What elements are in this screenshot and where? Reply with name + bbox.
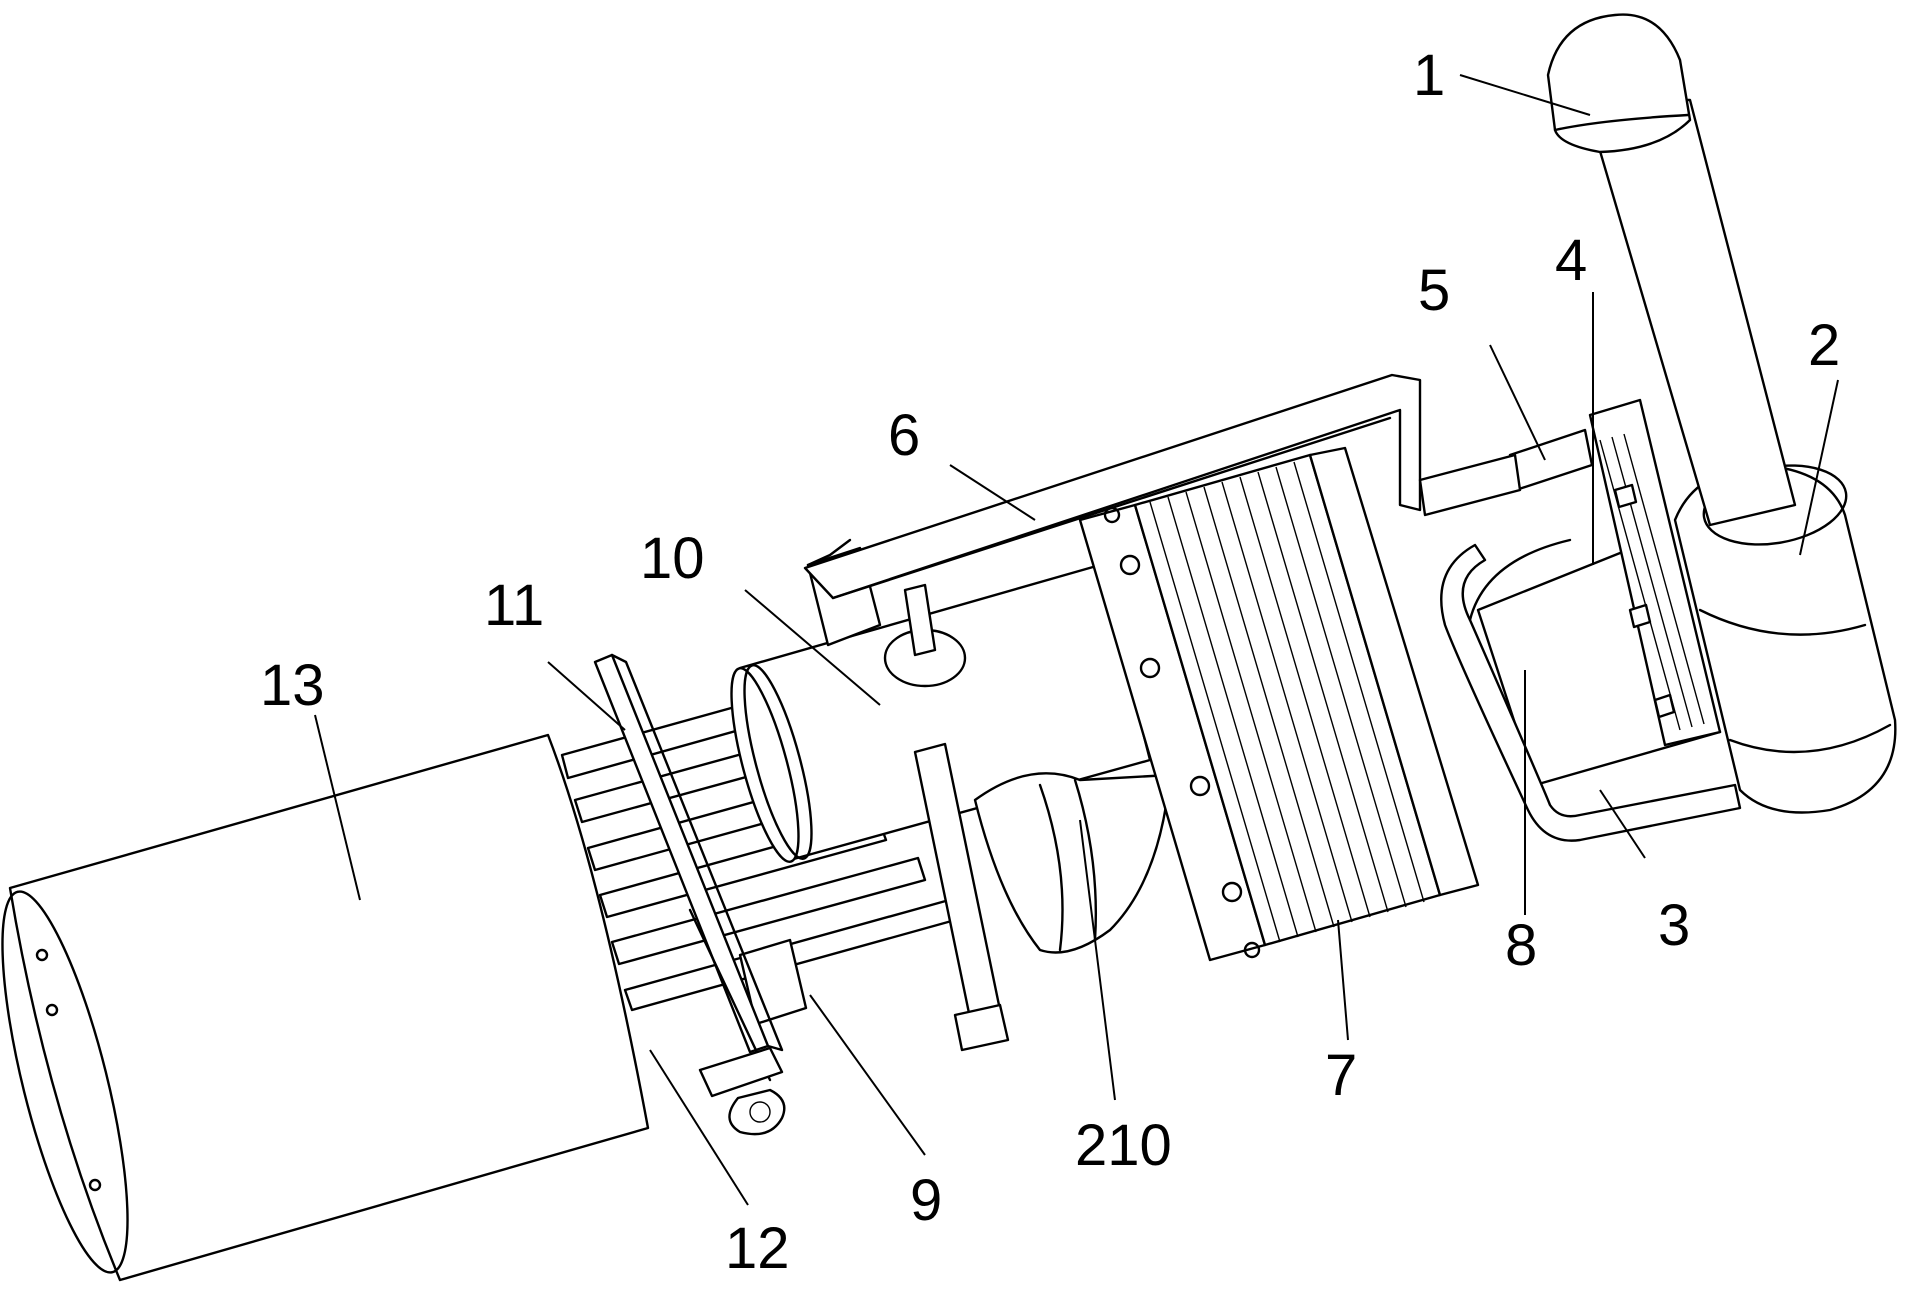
callout-7: 7: [1325, 1043, 1357, 1108]
callout-3: 3: [1658, 893, 1690, 958]
part-13-housing: [1, 733, 650, 1282]
callout-labels: 1 2 3 4 5 6 7 8 9 10 11 12 13 210: [260, 43, 1840, 1281]
lower-bolt: [913, 742, 1010, 1052]
callout-210: 210: [1075, 1113, 1172, 1178]
callout-4: 4: [1555, 228, 1587, 293]
gear-teeth: [1149, 461, 1425, 943]
callout-5: 5: [1418, 258, 1450, 323]
part-8-rear-housing: [1476, 398, 1722, 787]
callout-9: 9: [910, 1168, 942, 1233]
callout-11: 11: [484, 573, 544, 638]
part-3-handle: [1440, 538, 1742, 842]
part-210-screw: [973, 772, 1172, 954]
callout-1: 1: [1413, 43, 1445, 108]
callout-8: 8: [1505, 913, 1537, 978]
leader-lines: [314, 74, 1839, 1206]
part-1-grip: [1546, 13, 1797, 527]
callout-10: 10: [640, 526, 705, 591]
callout-2: 2: [1808, 313, 1840, 378]
callout-13: 13: [260, 653, 325, 718]
part-7-gear: [1078, 446, 1480, 962]
callout-6: 6: [888, 403, 920, 468]
callout-12: 12: [725, 1216, 790, 1281]
part-5-coupling: [1418, 428, 1594, 517]
part-11-plate: [593, 653, 786, 1136]
